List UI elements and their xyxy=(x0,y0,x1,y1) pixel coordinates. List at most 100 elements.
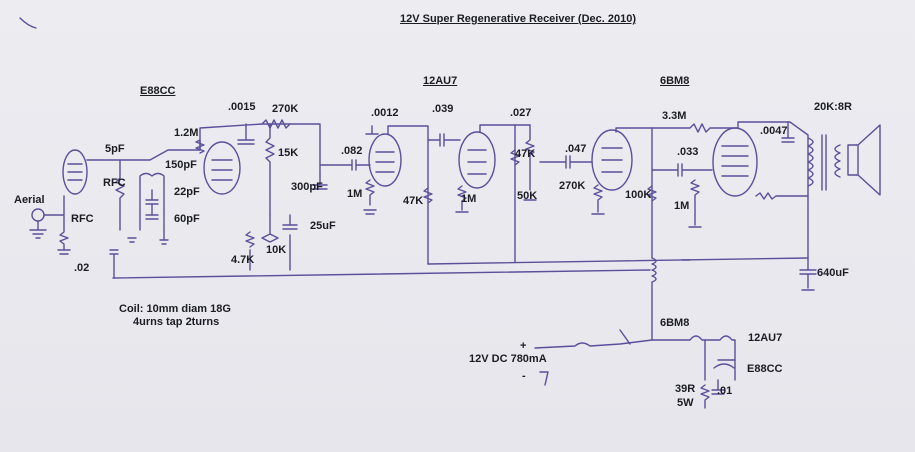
cathode-resistor xyxy=(755,192,809,200)
cap-300pf xyxy=(312,174,328,190)
cap-01 xyxy=(711,359,736,395)
label-c-0015: .0015 xyxy=(228,101,256,113)
tube-6bm8-pentode xyxy=(712,127,758,197)
label-c-027: .027 xyxy=(510,107,532,119)
label-c-082: .082 xyxy=(341,145,363,157)
output-transformer xyxy=(807,134,841,191)
aerial-line xyxy=(43,195,69,251)
label-c-150pf: 150pF xyxy=(165,159,197,171)
resistor-1m-a xyxy=(363,179,377,215)
label-r-3-3m: 3.3M xyxy=(662,110,687,122)
cap-0012 xyxy=(365,125,379,135)
detector-wiring xyxy=(86,149,201,179)
aerial-terminal xyxy=(31,208,45,222)
tube-label-12au7: 12AU7 xyxy=(423,75,458,87)
label-xfmr: 20K:8R xyxy=(814,101,852,113)
choke xyxy=(651,257,657,341)
pen-mark xyxy=(19,17,37,29)
resistor-1m-b xyxy=(455,185,469,213)
heater-label-e88cc: E88CC xyxy=(747,363,783,375)
output-plate-line xyxy=(737,121,809,199)
cap-047 xyxy=(539,155,593,169)
b-plus-rail xyxy=(427,257,809,265)
tube-label-e88cc: E88CC xyxy=(140,85,176,97)
label-r-1m-b: 1M xyxy=(461,193,477,205)
plate-line-3 xyxy=(479,124,516,263)
rfc-1 xyxy=(115,177,125,231)
label-r-4-7k: 4.7K xyxy=(231,254,255,266)
heater-label-6bm8: 6BM8 xyxy=(660,317,690,329)
resistor-47k-b xyxy=(510,149,520,166)
resistor-270k-b xyxy=(591,184,605,215)
label-c-047: .047 xyxy=(565,143,587,155)
label-c-60pf: 60pF xyxy=(174,213,200,225)
label-r-50k: 50K xyxy=(517,190,538,202)
resistor-1-2m xyxy=(195,139,205,154)
cap-25uf xyxy=(282,214,298,230)
resistor-270k-top xyxy=(261,119,291,129)
power-switch xyxy=(619,329,631,345)
supply-plus: + xyxy=(520,340,527,352)
label-r-270k-b: 270K xyxy=(559,180,586,192)
supply-line xyxy=(534,339,691,349)
tube-12au7-b xyxy=(458,131,496,189)
cap-02 xyxy=(109,249,119,279)
speaker-icon xyxy=(847,124,881,196)
label-r-100k: 100K xyxy=(625,189,652,201)
supply-minus: - xyxy=(522,370,526,382)
pot-50k xyxy=(523,124,537,201)
label-r-47k-b: 47K xyxy=(515,148,536,160)
label-r-5w: 5W xyxy=(677,397,694,409)
resistor-100k xyxy=(647,185,657,202)
label-c-5pf: 5pF xyxy=(105,143,125,155)
cap-033 xyxy=(651,163,713,177)
label-r-1-2m: 1.2M xyxy=(174,127,199,139)
resistor-47k-a xyxy=(423,187,433,204)
label-c-039: .039 xyxy=(432,103,454,115)
label-r-270k-top: 270K xyxy=(272,103,299,115)
cap-0047 xyxy=(781,121,795,143)
label-pot-10k: 10K xyxy=(266,244,287,256)
cap-082 xyxy=(319,159,371,171)
cap-0015 xyxy=(237,123,255,145)
coil-note-line2: 4urns tap 2turns xyxy=(133,316,220,328)
label-rfc-1: RFC xyxy=(103,177,126,189)
ground-taps xyxy=(127,237,691,261)
heater-label-12au7: 12AU7 xyxy=(748,332,783,344)
label-r-15k: 15K xyxy=(278,147,299,159)
label-c-300pf: 300pF xyxy=(291,181,323,193)
resistor-15k xyxy=(265,123,275,216)
ground-aerial xyxy=(29,220,47,239)
tank-circuit xyxy=(139,172,165,241)
cap-039 xyxy=(427,133,461,147)
label-c-0012: .0012 xyxy=(371,107,399,119)
label-c-22pf: 22pF xyxy=(174,186,200,198)
ground-bus xyxy=(112,269,651,279)
resistor-39r xyxy=(700,339,710,409)
label-aerial: Aerial xyxy=(14,194,45,206)
ground-rfc xyxy=(57,249,71,255)
label-c-640uf: 640uF xyxy=(817,267,849,279)
label-c-02: .02 xyxy=(74,262,90,274)
ground-symbol xyxy=(539,371,549,386)
diagram-title: 12V Super Regenerative Receiver (Dec. 20… xyxy=(400,13,637,25)
tube-e88cc-right xyxy=(203,141,241,195)
tube-label-6bm8: 6BM8 xyxy=(660,75,690,87)
resistor-4-7k xyxy=(245,231,255,248)
label-r-47k-a: 47K xyxy=(403,195,424,207)
heater-string xyxy=(689,335,736,381)
label-c-0047: .0047 xyxy=(760,125,788,137)
coil-note-line1: Coil: 10mm diam 18G xyxy=(119,303,231,315)
supply-label: 12V DC 780mA xyxy=(469,353,547,365)
label-rfc-2: RFC xyxy=(71,213,94,225)
label-c-033: .033 xyxy=(677,146,699,158)
label-r-1m-a: 1M xyxy=(347,188,363,200)
plate-line-1 xyxy=(199,123,321,176)
trimmer-caps xyxy=(145,189,159,220)
tube-e88cc-left xyxy=(62,149,88,195)
label-r-1m-c: 1M xyxy=(674,200,690,212)
resistor-3-3m xyxy=(651,123,739,133)
tube-6bm8-triode xyxy=(591,129,633,191)
